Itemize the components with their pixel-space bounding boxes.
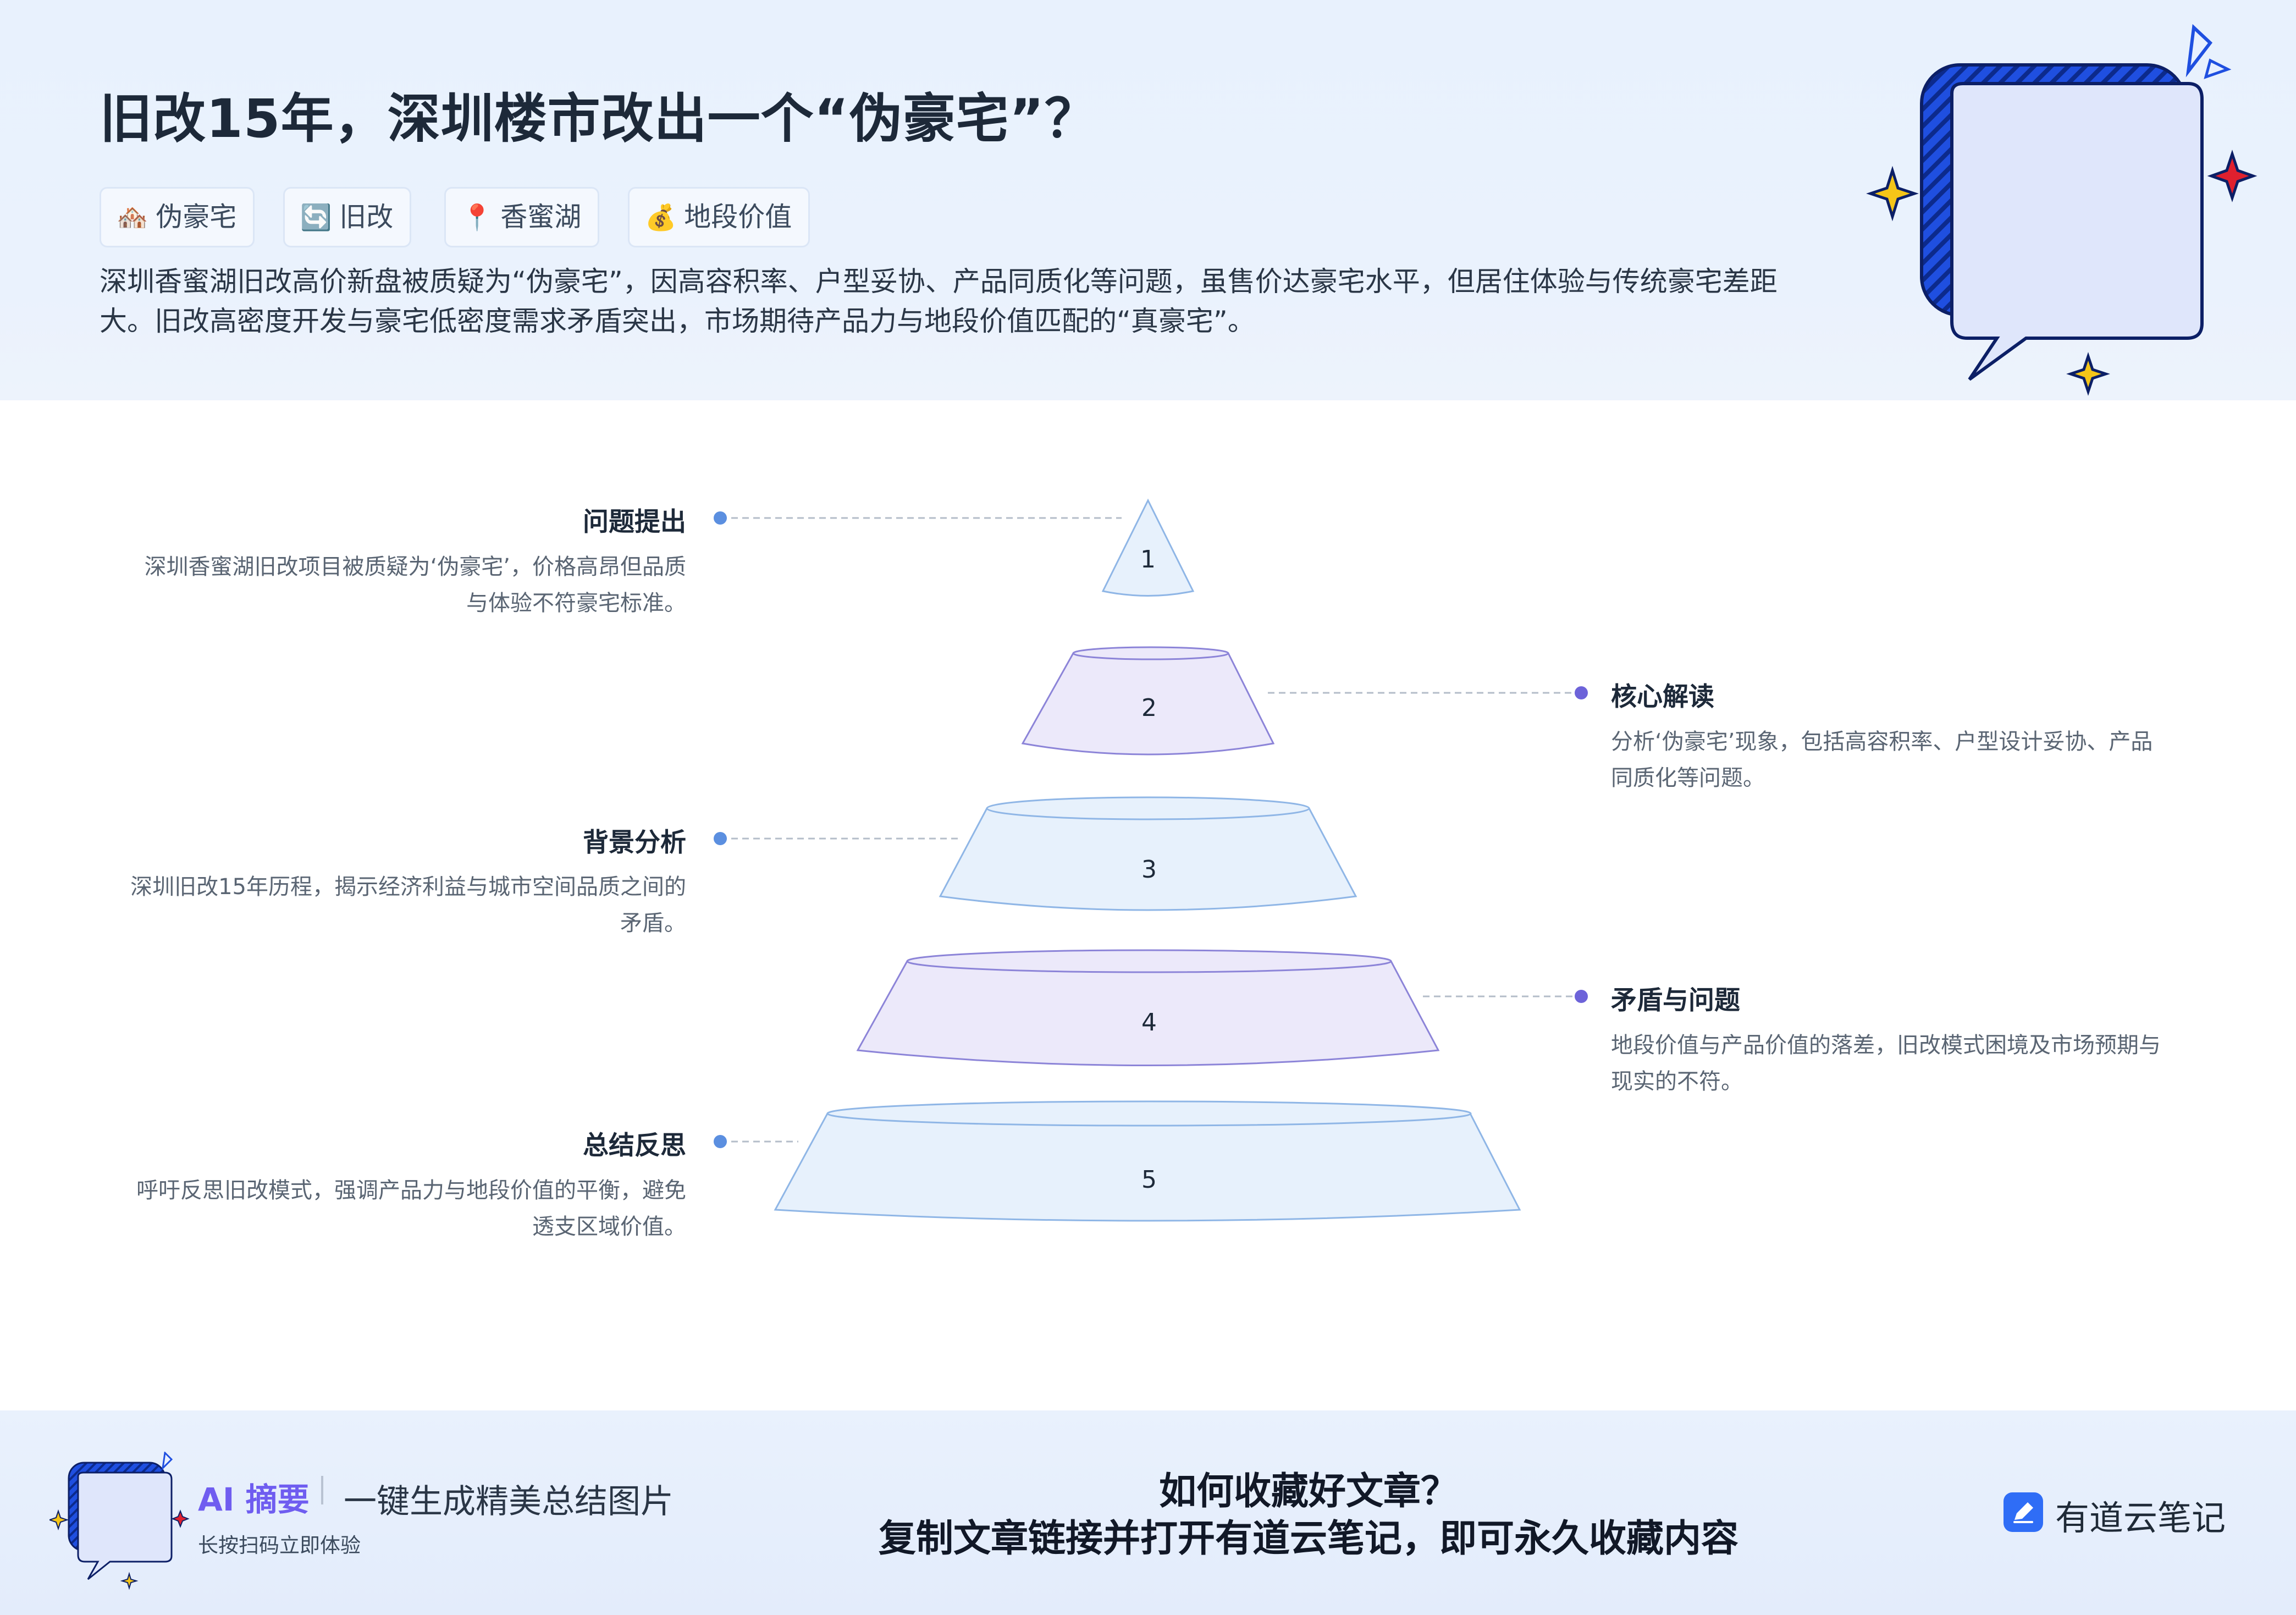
money-bag-icon: 💰 xyxy=(645,202,677,232)
ai-summary-subtext: 长按扫码立即体验 xyxy=(198,1534,361,1557)
connector-dot xyxy=(714,832,727,845)
app-name: 有道云笔记 xyxy=(2055,1498,2226,1538)
cta-heading: 如何收藏好文章？ xyxy=(1158,1470,1458,1513)
tier-number: 4 xyxy=(1141,1008,1157,1037)
connector-dot xyxy=(1575,686,1588,699)
tier-3-desc: 深圳旧改15年历程，揭示经济利益与城市空间品质之间的矛盾。 xyxy=(130,874,686,936)
tier-4-title: 矛盾与问题 xyxy=(1611,985,1740,1016)
cta-instructions: 复制文章链接并打开有道云笔记，即可永久收藏内容 xyxy=(878,1517,1738,1561)
star-icon xyxy=(1866,166,1919,222)
star-icon xyxy=(2066,352,2110,396)
ai-summary-tagline: 一键生成精美总结图片 xyxy=(344,1482,674,1521)
tag-renovation[interactable]: 🔄旧改 xyxy=(283,187,412,247)
tag-fake-luxury[interactable]: 🏘️ 伪豪宅 xyxy=(100,187,255,247)
footer-bar xyxy=(0,1410,2296,1615)
tier-1[interactable]: 1 xyxy=(1101,498,1195,597)
tier-4-desc: 地段价值与产品价值的落差，旧改模式困境及市场预期与现实的不符。 xyxy=(1611,1033,2161,1094)
tier-2-title: 核心解读 xyxy=(1611,682,1714,712)
tag-label: 伪豪宅 xyxy=(156,201,237,233)
tier-2-desc: 分析‘伪豪宅’现象，包括高容积率、户型设计妥协、产品同质化等问题。 xyxy=(1611,729,2153,791)
divider xyxy=(321,1476,323,1504)
tier-3[interactable]: 3 xyxy=(939,796,1357,911)
ai-bubble-logo xyxy=(49,1452,190,1590)
tag-label: 香蜜湖 xyxy=(500,201,582,233)
page-title: 旧改15年，深圳楼市改出一个“伪豪宅”？ xyxy=(100,88,1098,150)
sparkle-icon xyxy=(2185,24,2213,78)
tier-3-title: 背景分析 xyxy=(583,828,686,858)
ai-summary-brand: AI 摘要 xyxy=(198,1481,310,1518)
youdao-note-logo-icon xyxy=(2004,1492,2043,1532)
tier-2[interactable]: 2 xyxy=(1021,646,1275,756)
tier-1-title: 问题提出 xyxy=(583,507,686,537)
tag-location-value[interactable]: 💰地段价值 xyxy=(628,187,810,247)
connector-dot xyxy=(714,1135,727,1148)
tag-label: 地段价值 xyxy=(684,201,792,233)
tier-4[interactable]: 4 xyxy=(856,949,1440,1066)
connector-dot xyxy=(714,511,727,525)
tier-number: 1 xyxy=(1140,545,1156,574)
tag-xiangmihu[interactable]: 📍香蜜湖 xyxy=(444,187,600,247)
tag-label: 旧改 xyxy=(339,201,394,233)
speech-bubble-illustration xyxy=(1866,24,2258,396)
connector-dot xyxy=(1575,990,1588,1003)
tier-number: 5 xyxy=(1141,1166,1157,1194)
tier-5-title: 总结反思 xyxy=(583,1131,686,1161)
summary-text: 深圳香蜜湖旧改高价新盘被质疑为“伪豪宅”，因高容积率、户型妥协、产品同质化等问题… xyxy=(100,266,1778,337)
pin-icon: 📍 xyxy=(461,202,493,232)
tier-5-desc: 呼吁反思旧改模式，强调产品力与地段价值的平衡，避免透支区域价值。 xyxy=(136,1178,686,1239)
tier-number: 2 xyxy=(1141,694,1157,722)
house-icon: 🏘️ xyxy=(117,202,148,232)
star-icon xyxy=(2207,150,2258,202)
pyramid-diagram: 1 2 3 4 5 xyxy=(714,498,1588,1222)
tier-1-desc: 深圳香蜜湖旧改项目被质疑为‘伪豪宅’，价格高昂但品质与体验不符豪宅标准。 xyxy=(144,554,686,616)
refresh-icon: 🔄 xyxy=(300,202,332,232)
tier-5[interactable]: 5 xyxy=(774,1100,1521,1222)
tier-number: 3 xyxy=(1141,856,1157,884)
